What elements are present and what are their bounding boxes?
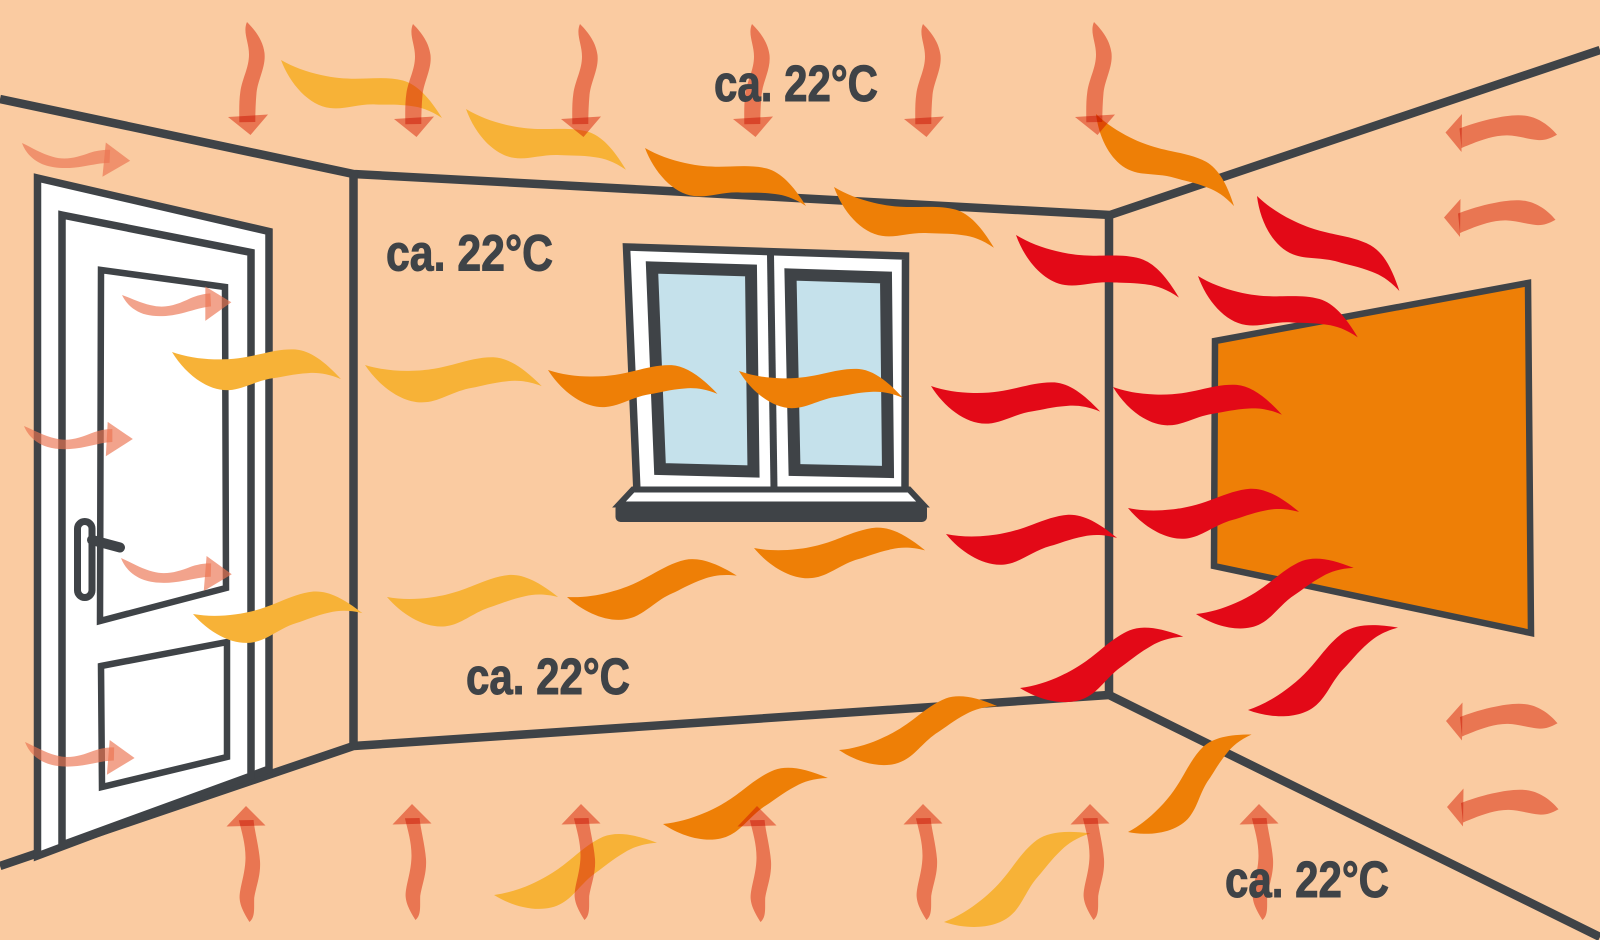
svg-text:ca. 22°C: ca. 22°C (466, 648, 630, 705)
svg-text:ca. 22°C: ca. 22°C (386, 225, 553, 282)
svg-text:ca. 22°C: ca. 22°C (1225, 851, 1389, 908)
svg-text:ca. 22°C: ca. 22°C (714, 55, 878, 112)
